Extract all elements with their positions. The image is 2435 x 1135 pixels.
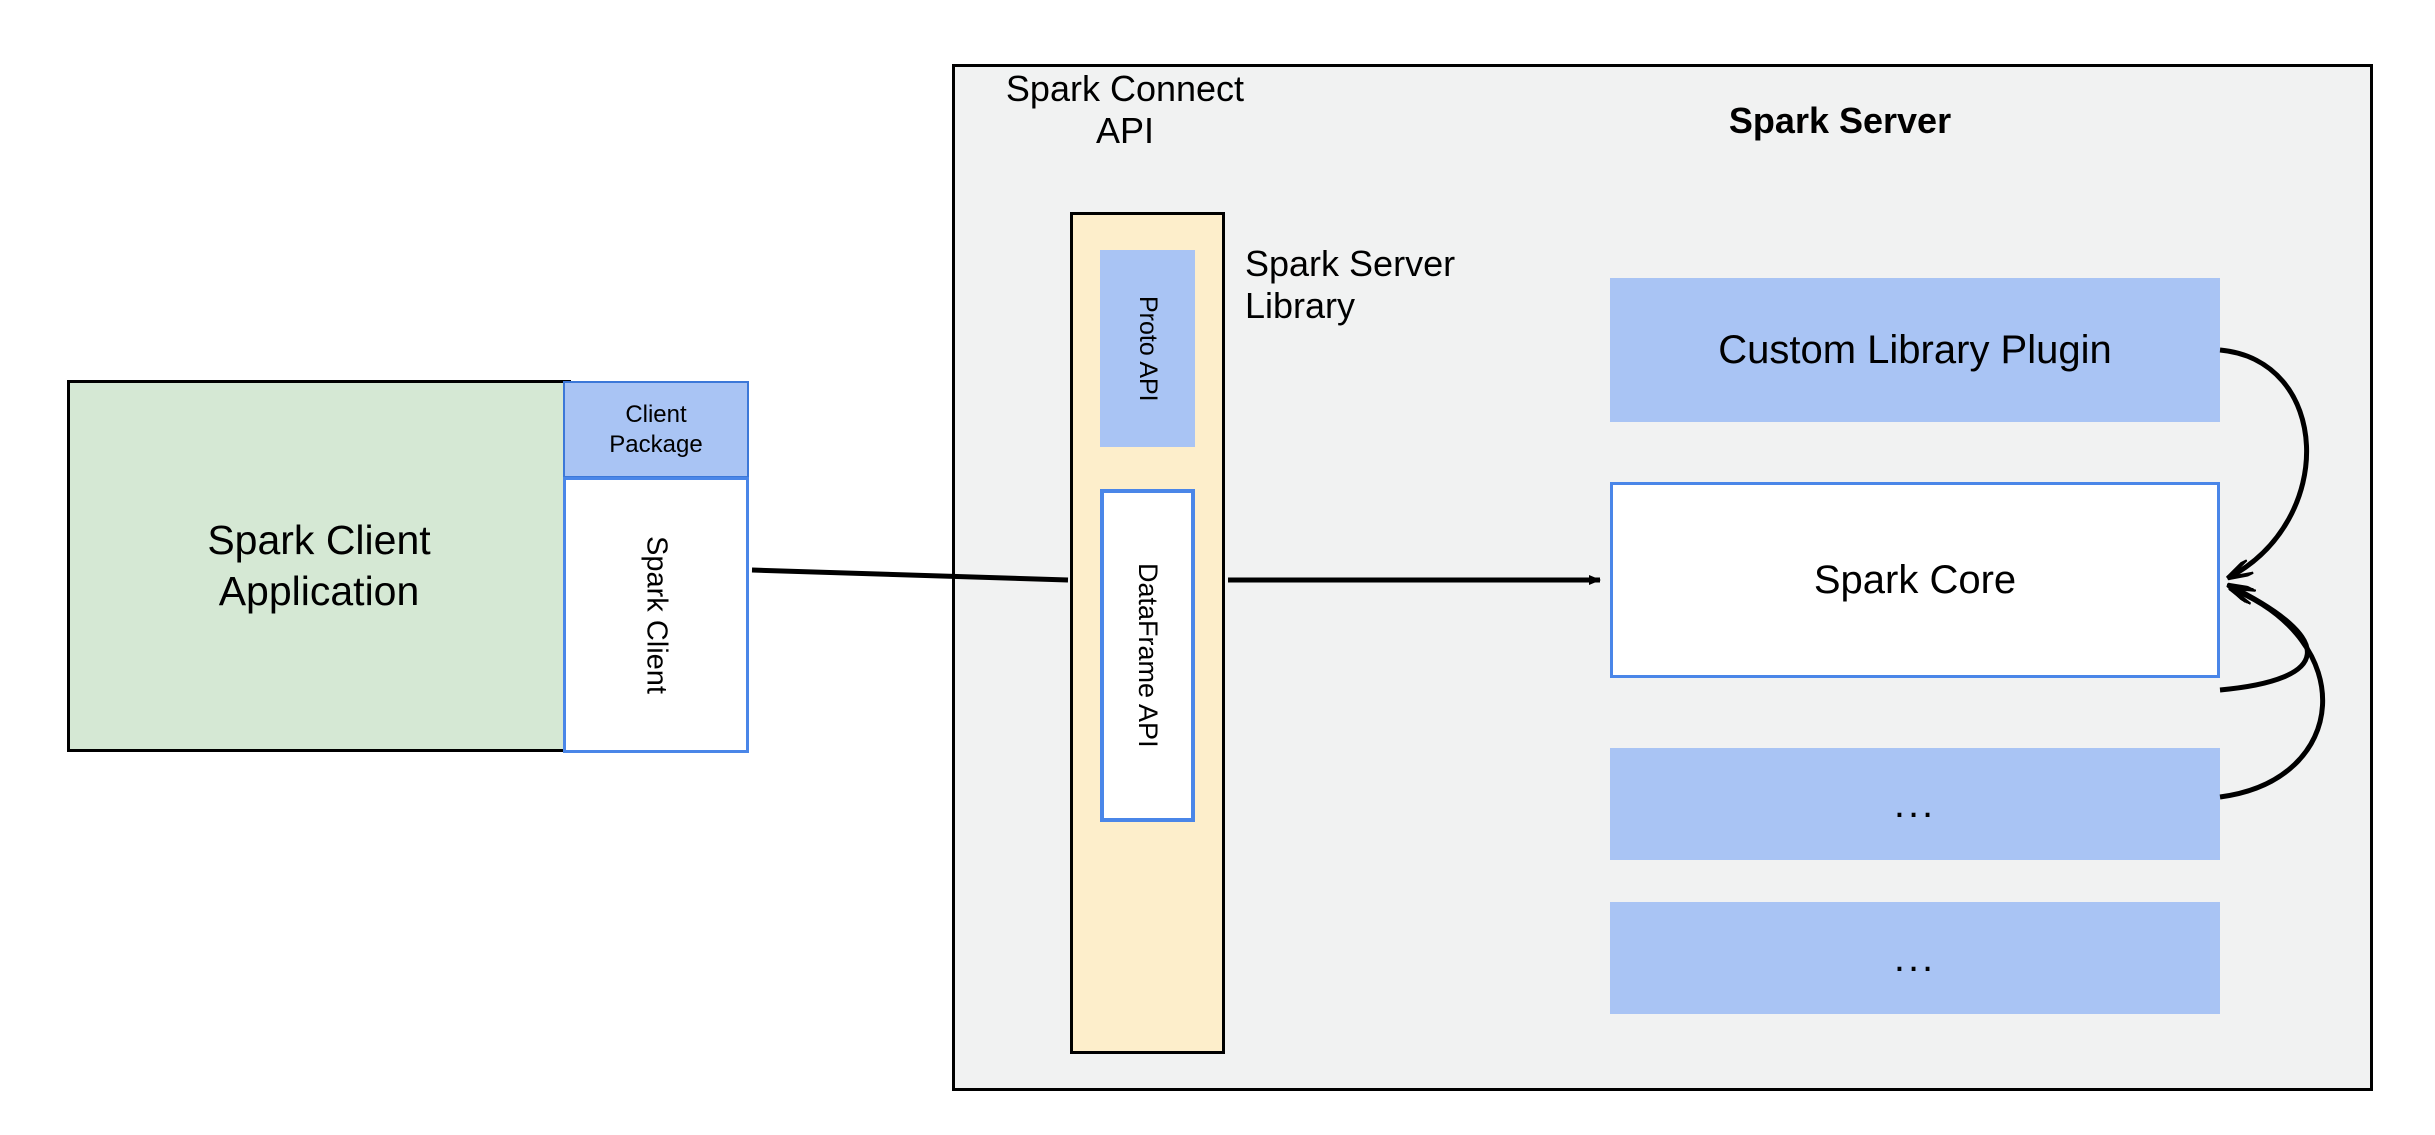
spark-client-label: Spark Client [640,536,673,694]
spark-core-box[interactable]: Spark Core [1610,482,2220,678]
spark-server-library-label: Spark Server Library [1245,243,1456,327]
client-package-box[interactable]: Client Package [563,381,749,478]
custom-library-plugin-box[interactable]: Custom Library Plugin [1610,278,2220,422]
dataframe-api-label: DataFrame API [1133,563,1163,748]
server-component-ellipsis-2[interactable]: ... [1610,902,2220,1014]
dataframe-api-box[interactable]: DataFrame API [1100,489,1195,822]
proto-api-label: Proto API [1134,295,1162,402]
proto-api-box[interactable]: Proto API [1100,250,1195,447]
server-component-ellipsis-1[interactable]: ... [1610,748,2220,860]
spark-client-application-box[interactable]: Spark Client Application [67,380,571,752]
spark-server-title: Spark Server [1728,100,1952,141]
spark-connect-api-label: Spark Connect API [1005,68,1245,152]
spark-client-box[interactable]: Spark Client [563,477,749,753]
